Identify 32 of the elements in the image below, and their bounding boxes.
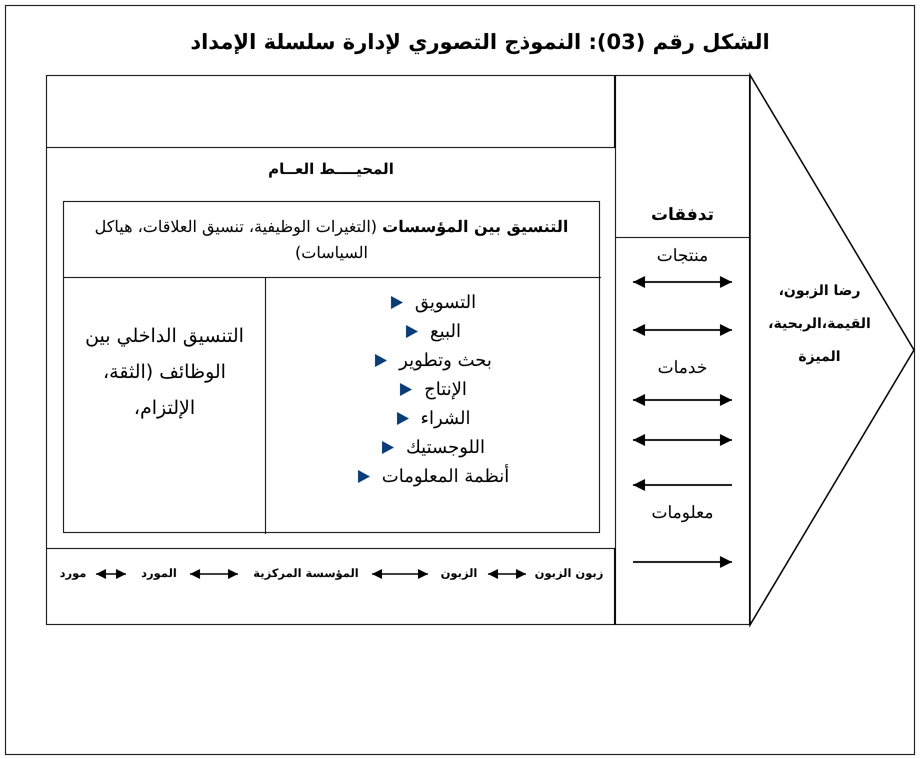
list-item: التسويق [414,292,476,313]
double-arrow [190,569,238,579]
flow-label: منتجات [656,246,710,266]
flow-label: معلومات [650,503,714,523]
chain-label: مورد [58,566,88,580]
figure-title: الشكل رقم (03): النموذج التصوري لإدارة سلسلة الإمداد [189,30,771,54]
flow-label: خدمات [656,358,708,378]
chain-label: الزبون [440,566,478,580]
empty-band [46,75,615,148]
list-item: الشراء [420,408,470,429]
double-arrow [372,569,428,579]
list-item: بحث وتطوير [399,350,492,371]
chevron-text: رضا الزبون، القيمة،الربحية، الميزة [767,282,872,367]
flows-heading: تدفقات [650,205,716,225]
panel-heading: التنسيق بين المؤسسات (التغيرات الوظيفية، تنسيق العلاقات، هياكل السياسات) [94,216,570,264]
supply-chain-band [46,548,615,625]
chain-label: المؤسسة المركزية [252,566,360,580]
environment-panel [46,147,615,548]
internal-coordination-cell [64,277,266,534]
list-item: البيع [430,321,461,342]
list-item: أنظمة المعلومات [382,466,510,487]
double-arrow [488,569,526,579]
chain-label: المورد [140,566,178,580]
cell-text: التنسيق الداخلي بين الوظائف (الثقة، الإلتزام، [84,324,245,421]
flows-header [615,75,750,238]
double-arrow [96,569,126,579]
list-item: الإنتاج [424,379,467,400]
section-heading: المحيــــط العــام [267,160,395,178]
chain-label: زبون الزبون [534,566,604,580]
list-item: اللوجستيك [406,437,485,458]
flows-panel [615,238,750,625]
coordination-panel [63,201,600,533]
